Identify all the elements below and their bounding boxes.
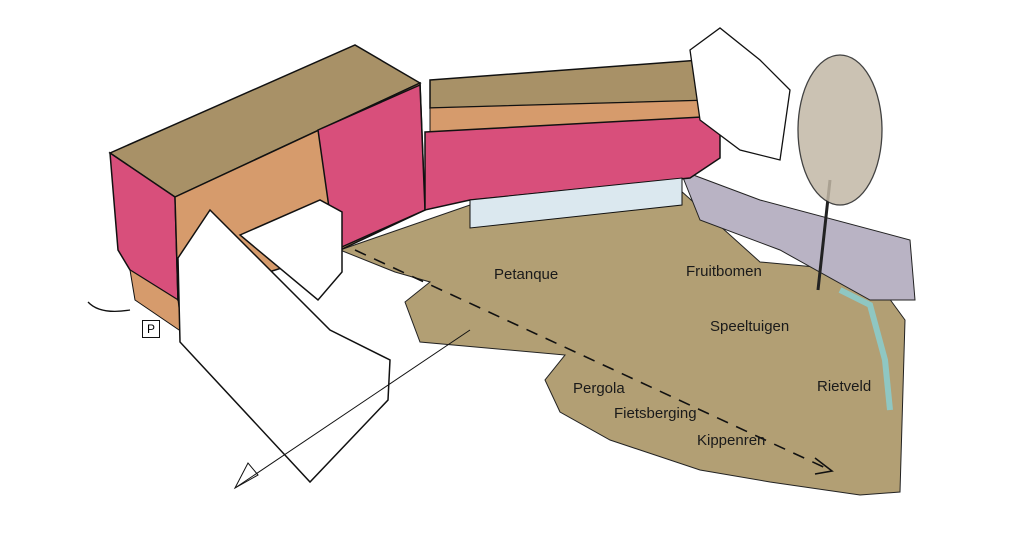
right-building-glass [469,177,683,229]
water-edge [838,287,893,411]
label-kippenren: Kippenren [697,432,766,449]
label-pergola: Pergola [573,380,625,397]
label-petanque: Petanque [494,266,559,283]
gable-shed [177,208,391,484]
street [679,169,916,301]
entrance-arrow [87,301,131,313]
label-fruitbomen: Fruitbomen [686,263,762,280]
tree-canopy [797,54,883,206]
dashed-axis [354,249,831,471]
arrow-head [814,457,834,475]
parking-sign: P [142,320,160,338]
label-rietveld: Rietveld [817,378,872,395]
view-line [234,329,471,489]
label-fietsberging: Fietsberging [614,405,697,422]
view-arrow-head [233,462,259,490]
houses-outline [689,27,791,161]
label-speeltuigen: Speeltuigen [710,318,790,335]
courtyard-ground [338,189,906,496]
white-box-building [238,199,343,302]
